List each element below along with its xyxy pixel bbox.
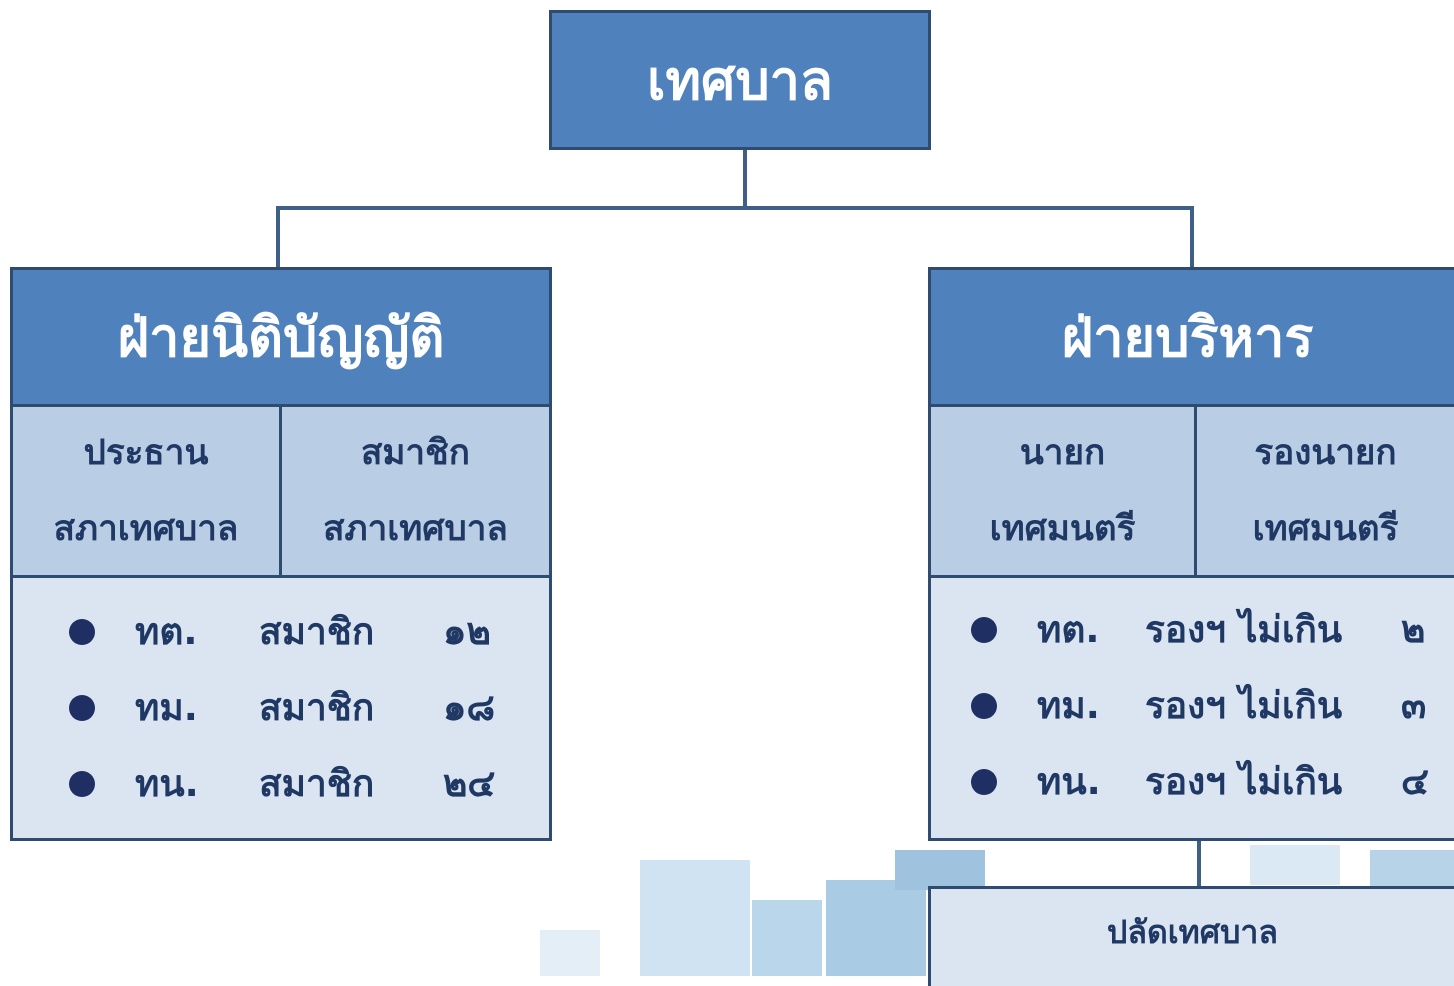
legislative-row: ทต. สมาชิก ๑๒ xyxy=(13,602,549,662)
row-label: สมาชิก xyxy=(259,610,375,653)
row-count: ๒ xyxy=(1401,608,1426,651)
executive-row: ทน. รองฯ ไม่เกิน ๔ xyxy=(931,752,1454,812)
legislative-row: ทน. สมาชิก ๒๔ xyxy=(13,754,549,814)
legislative-right-line1: สมาชิก xyxy=(360,433,471,473)
row-type: ทน. xyxy=(135,762,199,805)
bullet-icon xyxy=(69,771,95,797)
connector-left-down xyxy=(276,206,280,270)
row-label: สมาชิก xyxy=(259,686,375,729)
legislative-president-cell: ประธาน สภาเทศบาล xyxy=(10,404,282,578)
bullet-icon xyxy=(971,769,997,795)
legislative-right-line2: สภาเทศบาล xyxy=(323,509,508,549)
legislative-member-cell: สมาชิก สภาเทศบาล xyxy=(279,404,552,578)
legislative-left-line1: ประธาน xyxy=(83,433,209,473)
root-node: เทศบาล xyxy=(549,10,931,150)
executive-title: ฝ่ายบริหาร xyxy=(1061,306,1314,369)
bullet-icon xyxy=(69,695,95,721)
row-type: ทต. xyxy=(135,610,198,653)
bullet-icon xyxy=(971,693,997,719)
row-count: ๑๒ xyxy=(443,610,491,653)
legislative-title: ฝ่ายนิติบัญญัติ xyxy=(117,306,445,369)
bullet-icon xyxy=(69,619,95,645)
executive-left-line2: เทศมนตรี xyxy=(989,509,1136,549)
executive-row: ทม. รองฯ ไม่เกิน ๓ xyxy=(931,676,1454,736)
connector-right-down xyxy=(1190,206,1194,270)
row-count: ๔ xyxy=(1401,760,1430,803)
row-count: ๒๔ xyxy=(443,762,496,805)
executive-mayor-cell: นายก เทศมนตรี xyxy=(928,404,1197,578)
legislative-row: ทม. สมาชิก ๑๘ xyxy=(13,678,549,738)
row-count: ๑๘ xyxy=(443,686,496,729)
row-label: สมาชิก xyxy=(259,762,375,805)
row-type: ทม. xyxy=(135,686,198,729)
legislative-left-line2: สภาเทศบาล xyxy=(53,509,239,549)
legislative-header: ฝ่ายนิติบัญญัติ xyxy=(10,267,552,407)
clerk-node: ปลัดเทศบาล xyxy=(928,886,1454,986)
row-type: ทต. xyxy=(1037,608,1100,651)
connector-clerk xyxy=(1197,838,1201,890)
executive-right-line2: เทศมนตรี xyxy=(1252,509,1399,549)
row-label: รองฯ ไม่เกิน xyxy=(1145,760,1343,803)
root-title: เทศบาล xyxy=(646,49,834,112)
row-type: ทม. xyxy=(1037,684,1100,727)
executive-deputy-cell: รองนายก เทศมนตรี xyxy=(1194,404,1454,578)
executive-right-line1: รองนายก xyxy=(1254,433,1397,473)
row-label: รองฯ ไม่เกิน xyxy=(1145,608,1343,651)
executive-list: ทต. รองฯ ไม่เกิน ๒ ทม. รองฯ ไม่เกิน ๓ ทน… xyxy=(928,575,1454,841)
row-label: รองฯ ไม่เกิน xyxy=(1145,684,1343,727)
bullet-icon xyxy=(971,617,997,643)
executive-row: ทต. รองฯ ไม่เกิน ๒ xyxy=(931,600,1454,660)
connector-root-down xyxy=(743,148,747,208)
executive-left-line1: นายก xyxy=(1019,433,1106,473)
row-count: ๓ xyxy=(1401,684,1427,727)
connector-horizontal xyxy=(276,206,1194,210)
legislative-list: ทต. สมาชิก ๑๒ ทม. สมาชิก ๑๘ ทน. สมาชิก ๒… xyxy=(10,575,552,841)
row-type: ทน. xyxy=(1037,760,1101,803)
clerk-title: ปลัดเทศบาล xyxy=(1107,913,1278,951)
executive-header: ฝ่ายบริหาร xyxy=(928,267,1454,407)
